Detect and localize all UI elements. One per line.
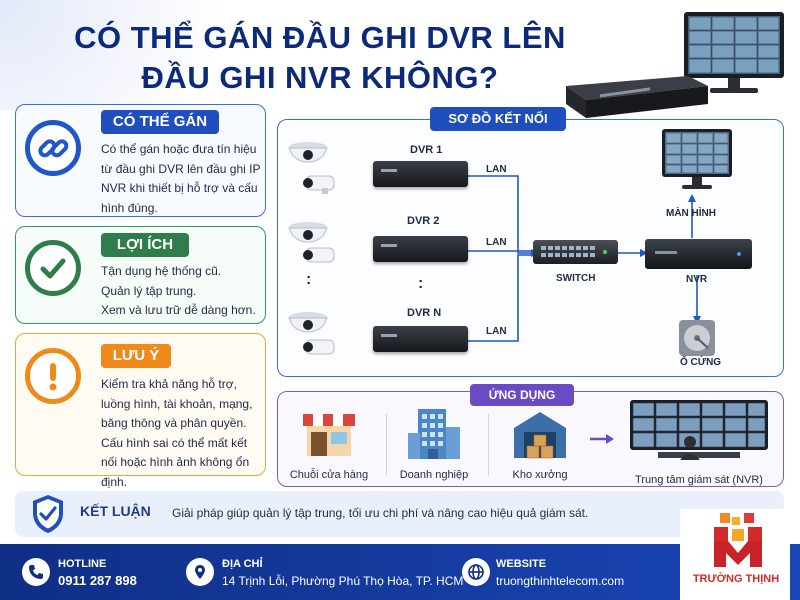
app-label-warehouse: Kho xưởng (512, 469, 568, 481)
applications-title: ỨNG DỤNG (470, 384, 574, 406)
switch-label: SWITCH (556, 273, 596, 284)
nvr-label: NVR (686, 274, 708, 285)
brand-name: TRƯỜNG THỊNH (692, 573, 780, 585)
monitoring-center-icon (630, 400, 768, 460)
hard-drive-icon (679, 320, 715, 356)
monitor-icon (662, 129, 732, 189)
header-illustration (560, 8, 790, 118)
app-label-monitoring-center: Trung tâm giám sát (NVR) (635, 474, 763, 486)
top-decoration (0, 0, 300, 110)
address-text: 14 Trịnh Lỗi, Phường Phú Thọ Hòa, TP. HC… (222, 574, 464, 588)
benefit-item: Quản lý tập trung. (101, 283, 197, 298)
hotline-number[interactable]: 0911 287 898 (58, 573, 137, 588)
dvr-n-label: DVR N (407, 307, 442, 319)
app-label-store: Chuỗi cửa hàng (289, 469, 369, 481)
monitor-label: MÀN HÌNH (666, 208, 716, 219)
hotline-label: HOTLINE (58, 558, 107, 570)
page-title: CÓ THỂ GÁN ĐẦU GHI DVR LÊN ĐẦU GHI NVR K… (0, 18, 640, 98)
can-assign-heading: CÓ THỂ GÁN (101, 110, 219, 134)
arrow-right-icon (590, 434, 614, 444)
conclusion-heading: KẾT LUẬN (80, 503, 151, 519)
website-label: WEBSITE (496, 558, 547, 570)
dvr-1-device (373, 161, 468, 187)
checkmark-icon (25, 240, 81, 296)
website-link[interactable]: truongthinhtelecom.com (496, 574, 625, 588)
divider (488, 414, 489, 476)
dvr-n-device (373, 326, 468, 352)
dvr-ellipsis: : (418, 275, 424, 292)
address-label: ĐỊA CHỈ (222, 558, 263, 570)
lan-label-n: LAN (486, 326, 507, 337)
network-switch-device (533, 240, 618, 264)
title-line-2: ĐẦU GHI NVR KHÔNG? (141, 60, 499, 95)
lan-label-2: LAN (486, 237, 507, 248)
dvr-2-label: DVR 2 (407, 215, 440, 227)
shield-check-icon (33, 495, 63, 533)
nvr-device (645, 239, 752, 269)
conclusion-bar (15, 491, 784, 537)
dvr-2-device (373, 236, 468, 262)
monitor-dvr-illustration (566, 12, 784, 118)
note-text: Kiểm tra khả năng hỗ trợ, luồng hình, tà… (101, 377, 253, 489)
globe-icon (462, 558, 490, 586)
title-line-1: CÓ THỂ GÁN ĐẦU GHI DVR LÊN (74, 20, 566, 55)
divider (386, 414, 387, 476)
camera-icons (288, 142, 335, 355)
lan-label-1: LAN (486, 164, 507, 175)
camera-ellipsis: : (306, 271, 312, 288)
diagram-title: SƠ ĐỒ KẾT NỐI (430, 107, 566, 131)
benefits-heading: LỢI ÍCH (101, 233, 189, 257)
hdd-label: Ổ CỨNG (680, 357, 722, 368)
location-pin-icon (186, 558, 214, 586)
store-icon (303, 414, 355, 456)
warehouse-icon (514, 412, 566, 459)
can-assign-text: Có thể gán hoặc đưa tín hiệu từ đầu ghi … (101, 142, 261, 215)
benefit-item: Tận dụng hệ thống cũ. (101, 264, 222, 278)
brand-logo-icon (714, 513, 762, 567)
phone-icon (22, 558, 50, 586)
dvr-1-label: DVR 1 (410, 144, 443, 156)
note-heading: LƯU Ý (101, 344, 171, 368)
benefit-item: Xem và lưu trữ dễ dàng hơn. (101, 303, 256, 317)
office-building-icon (408, 409, 460, 459)
footer (0, 544, 800, 600)
conclusion-text: Giải pháp giúp quản lý tập trung, tối ưu… (172, 506, 589, 520)
exclamation-icon (25, 348, 81, 404)
app-label-enterprise: Doanh nghiệp (399, 469, 469, 481)
benefits-list: Tận dụng hệ thống cũ. Quản lý tập trung.… (101, 262, 261, 321)
link-icon (25, 120, 81, 176)
